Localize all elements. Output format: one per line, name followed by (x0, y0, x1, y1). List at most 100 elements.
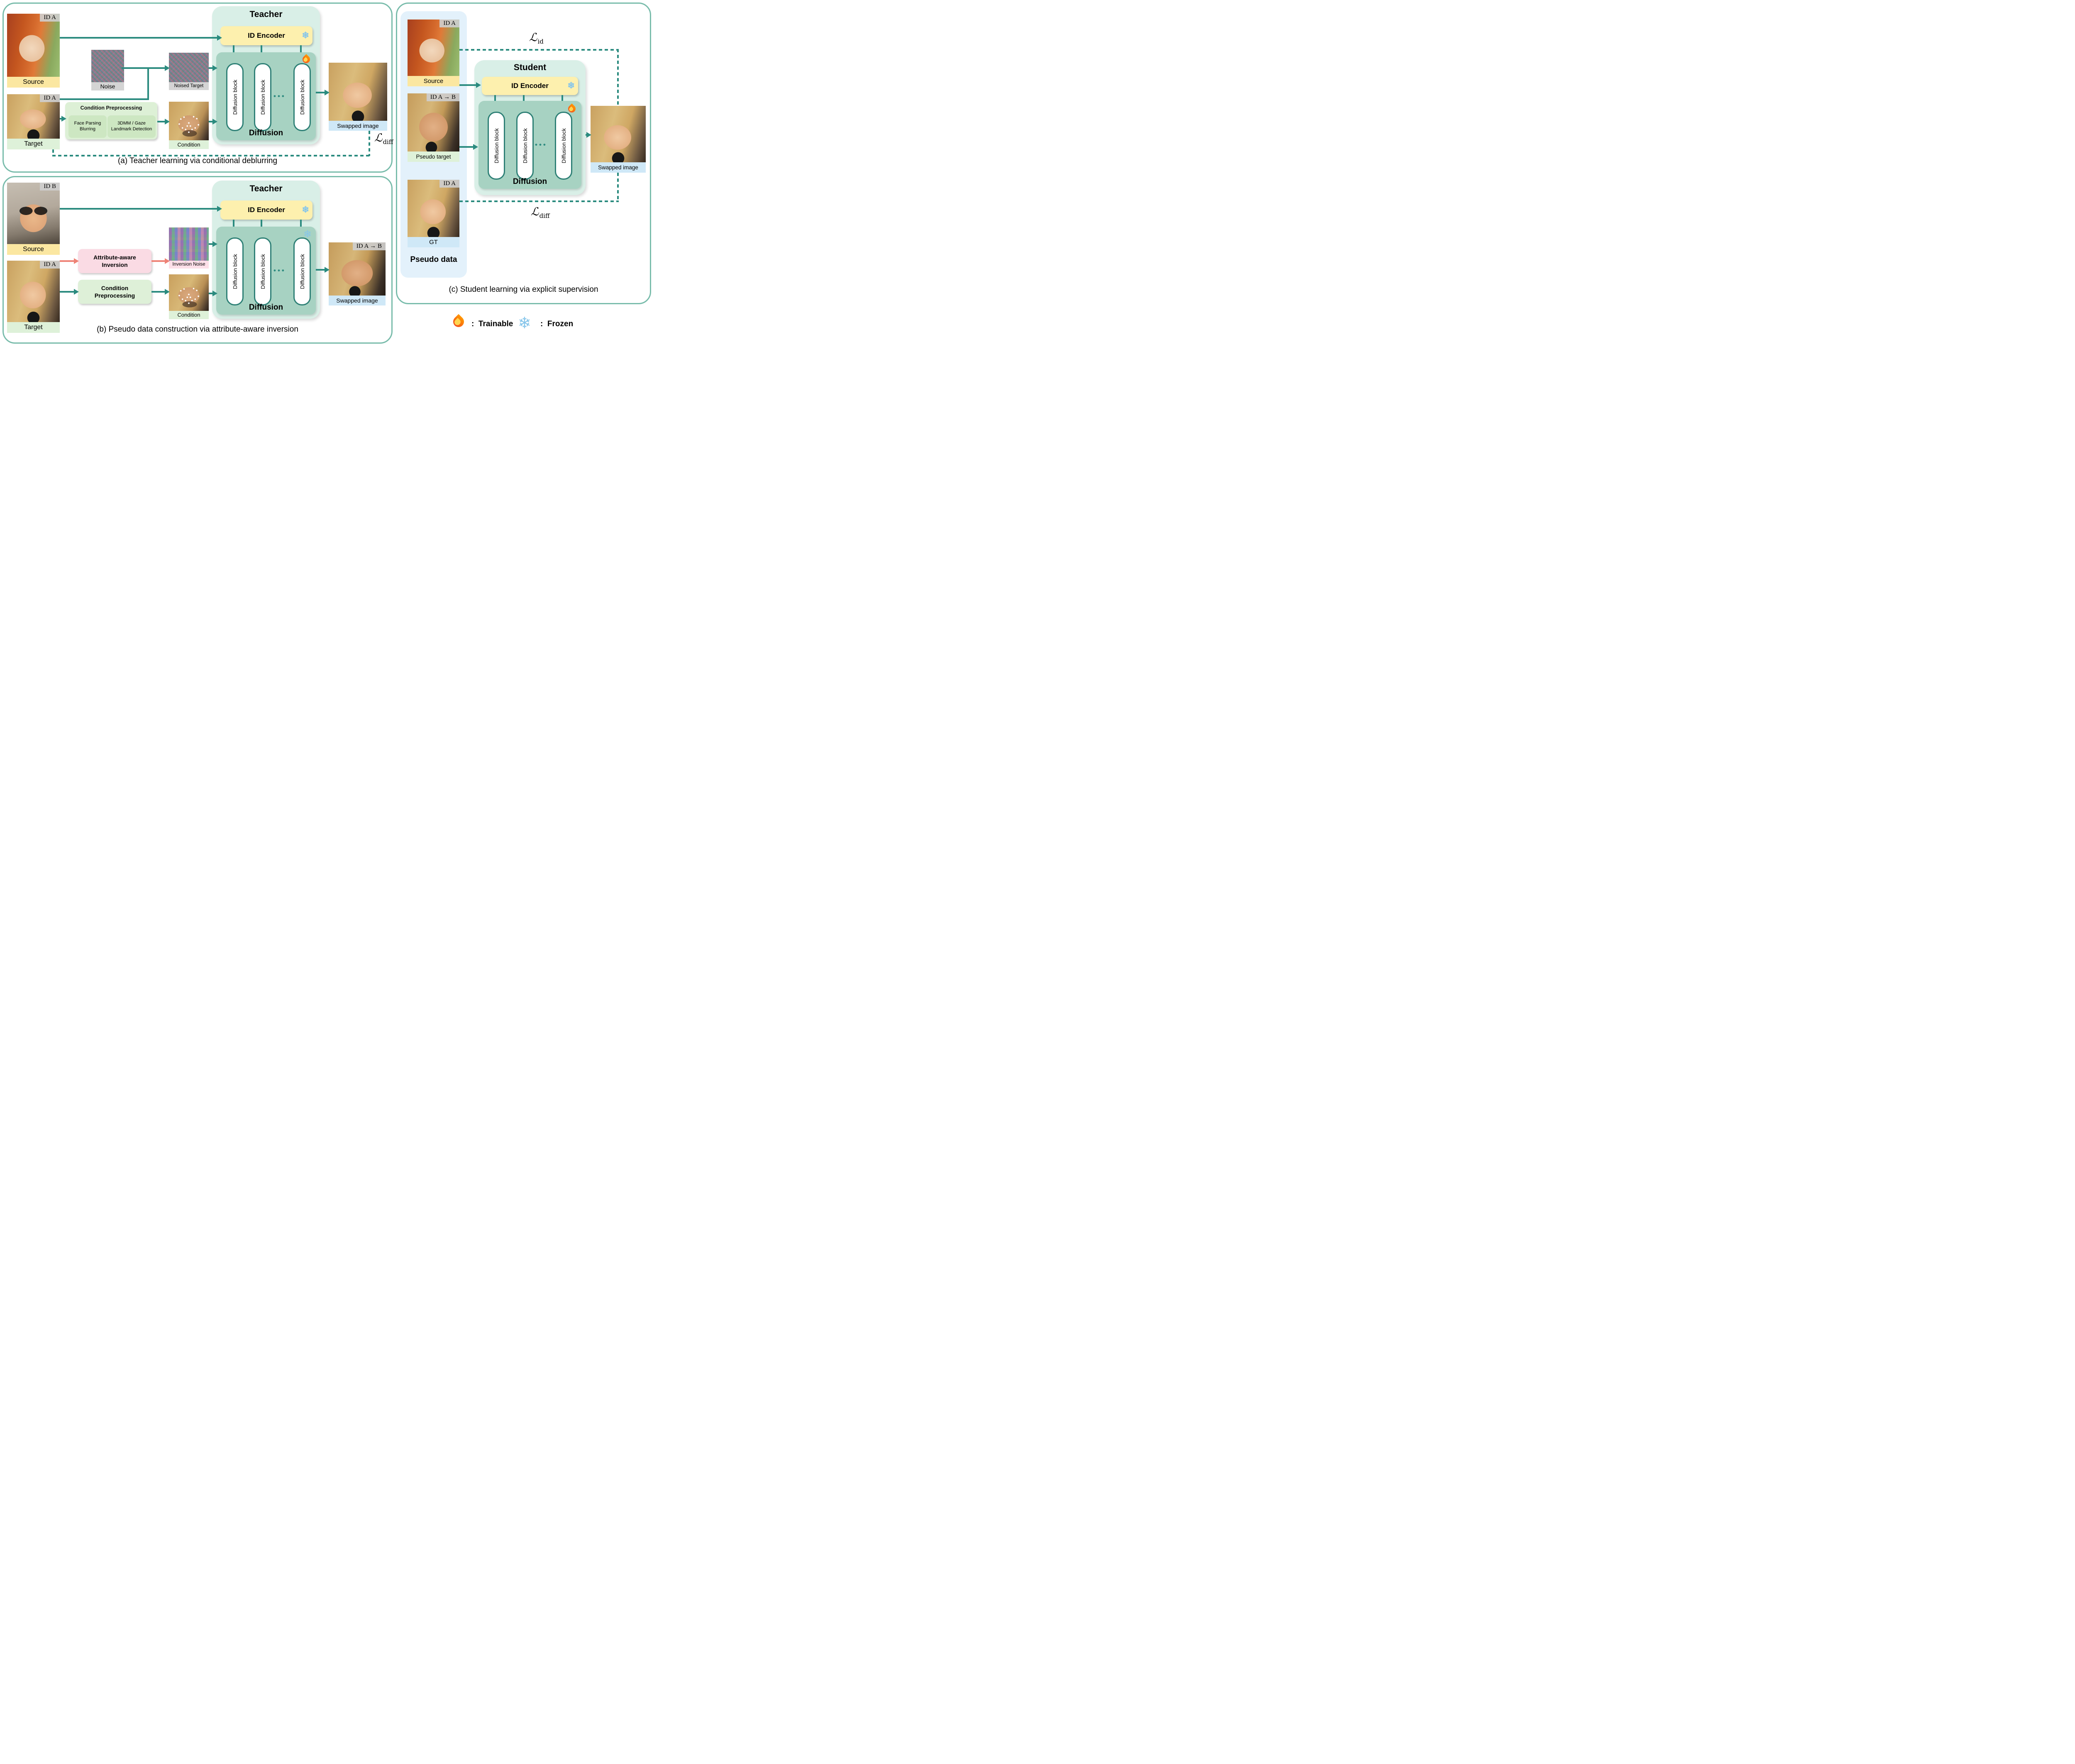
condition-label: Condition (169, 140, 209, 149)
connector-line (233, 45, 234, 59)
target-image-b: ID A Target (7, 261, 60, 333)
attribute-inversion-line2: Inversion (102, 261, 128, 268)
connector-line (300, 45, 302, 59)
id-encoder-b: ID Encoder ❄ (220, 200, 312, 220)
condition-preprocessing-title: Condition Preprocessing (80, 105, 142, 111)
source-label: Source (7, 77, 60, 88)
dashed-diff-loss-line (617, 173, 619, 202)
target-label: Target (7, 322, 60, 333)
swapped-image-a: Swapped image (329, 63, 387, 131)
arrow-target-to-preprocessing (60, 291, 76, 293)
diffusion-block: Diffusion block (555, 112, 572, 180)
snowflake-icon: ❄ (567, 81, 575, 90)
pseudo-target-image: ID A → B Pseudo target (408, 93, 459, 162)
diffusion-box-a: Diffusion block Diffusion block Diffusio… (216, 52, 316, 140)
diffusion-block-label: Diffusion block (560, 128, 567, 164)
diffusion-title: Diffusion (249, 303, 283, 312)
panel-b-caption: (b) Pseudo data construction via attribu… (97, 325, 298, 334)
arrow-source-to-id-encoder (459, 84, 477, 86)
connector-line (233, 220, 234, 233)
arrow-condition-to-diffusion (209, 293, 215, 294)
frozen-label: Frozen (547, 320, 574, 328)
id-tag: ID A (439, 180, 459, 188)
id-tag: ID B (40, 183, 60, 191)
dashed-loss-line (52, 155, 370, 156)
arrowhead (212, 241, 217, 247)
pseudo-data-title: Pseudo data (410, 255, 457, 264)
arrowhead (325, 267, 330, 273)
connector-noise-target-junction (147, 68, 149, 100)
arrow-preprocessing-to-condition (151, 291, 166, 293)
arrow-diffusion-to-swapped (316, 92, 326, 93)
gt-image: ID A GT (408, 180, 459, 247)
dashed-loss-line (369, 131, 370, 156)
loss-symbol: ℒ (374, 132, 383, 144)
arrow-noise-to-noised-target (122, 67, 166, 69)
id-encoder-a: ID Encoder ❄ (220, 26, 312, 45)
panel-c-student-learning: Pseudo data ID A Source ID A → B Pseudo … (396, 2, 651, 304)
legend-trainable: : Trainable (471, 320, 513, 329)
id-encoder-label: ID Encoder (248, 206, 285, 214)
noise-label: Noise (91, 82, 124, 90)
panel-b-pseudo-data-construction: ID B Source ID A Target Attribute-aware … (2, 176, 393, 344)
source-image-b: ID B Source (7, 183, 60, 255)
target-face-photo: ID A (7, 94, 60, 139)
diffusion-block: Diffusion block (254, 63, 271, 131)
id-tag: ID A (40, 261, 60, 269)
arrow-pseudo-target-to-diffusion (459, 146, 474, 148)
arrowhead (217, 35, 222, 41)
student-title: Student (513, 63, 547, 72)
connector-line (300, 220, 302, 233)
swapped-face-photo: ID A → B (329, 242, 386, 296)
inversion-noise-thumbnail (169, 227, 209, 261)
condition-image-a: Condition (169, 102, 209, 149)
loss-diff-c: ℒdiff (531, 205, 550, 220)
snowflake-icon-legend: ❄ (518, 315, 531, 332)
pseudo-target-label: Pseudo target (408, 151, 459, 162)
id-tag: ID A → B (352, 242, 386, 250)
target-image-a: ID A Target (7, 94, 60, 149)
source-image-a: ID A Source (7, 14, 60, 88)
diffusion-block: Diffusion block (254, 237, 271, 305)
gt-label: GT (408, 237, 459, 247)
loss-subscript: diff (539, 212, 550, 220)
snowflake-icon: ❄ (303, 229, 312, 240)
teacher-box-b: Teacher ID Encoder ❄ Diffusion block Dif… (212, 181, 320, 319)
noise-thumbnail (91, 50, 124, 82)
arrowhead (473, 144, 478, 150)
noised-target-label: Noised Target (169, 82, 209, 90)
source-face-photo: ID A (408, 20, 459, 76)
swapped-face-photo (329, 63, 387, 121)
diffusion-title: Diffusion (513, 177, 547, 186)
diffusion-block: Diffusion block (293, 63, 311, 131)
arrowhead (586, 132, 591, 138)
inversion-noise-image: Inversion Noise (169, 227, 209, 269)
arrow-source-to-id-encoder (60, 208, 218, 210)
arrow-noised-target-to-diffusion (209, 67, 215, 69)
dashed-diff-loss-line (459, 200, 619, 202)
face-parsing-blurring-box: Face Parsing Blurring (68, 115, 107, 138)
panel-a-caption: (a) Teacher learning via conditional deb… (117, 156, 278, 165)
teacher-title: Teacher (249, 10, 283, 19)
fire-icon (566, 103, 577, 114)
diffusion-block: Diffusion block (488, 112, 505, 180)
colon: : (540, 320, 543, 328)
arrowhead (212, 65, 217, 71)
arrowhead (476, 82, 481, 88)
attribute-aware-inversion-box: Attribute-aware Inversion (78, 249, 151, 273)
swapped-image-b: ID A → B Swapped image (329, 242, 386, 305)
condition-thumbnail (169, 274, 209, 311)
connector-target-to-junction (60, 98, 149, 100)
landmark-detection-box: 3DMM / Gaze Landmark Detection (107, 115, 156, 138)
arrowhead (212, 119, 217, 125)
swapped-image-c: Swapped image (591, 106, 646, 173)
target-label: Target (7, 139, 60, 149)
condition-image-b: Condition (169, 274, 209, 319)
swapped-image-label: Swapped image (329, 296, 386, 305)
arrowhead (325, 90, 330, 95)
teacher-box-a: Teacher ID Encoder ❄ Diffusion block Dif… (212, 6, 320, 144)
swapped-image-label: Swapped image (329, 121, 387, 131)
condition-preprocessing-line1: Condition (101, 284, 129, 291)
colon: : (471, 320, 474, 328)
target-face-photo: ID A (7, 261, 60, 322)
